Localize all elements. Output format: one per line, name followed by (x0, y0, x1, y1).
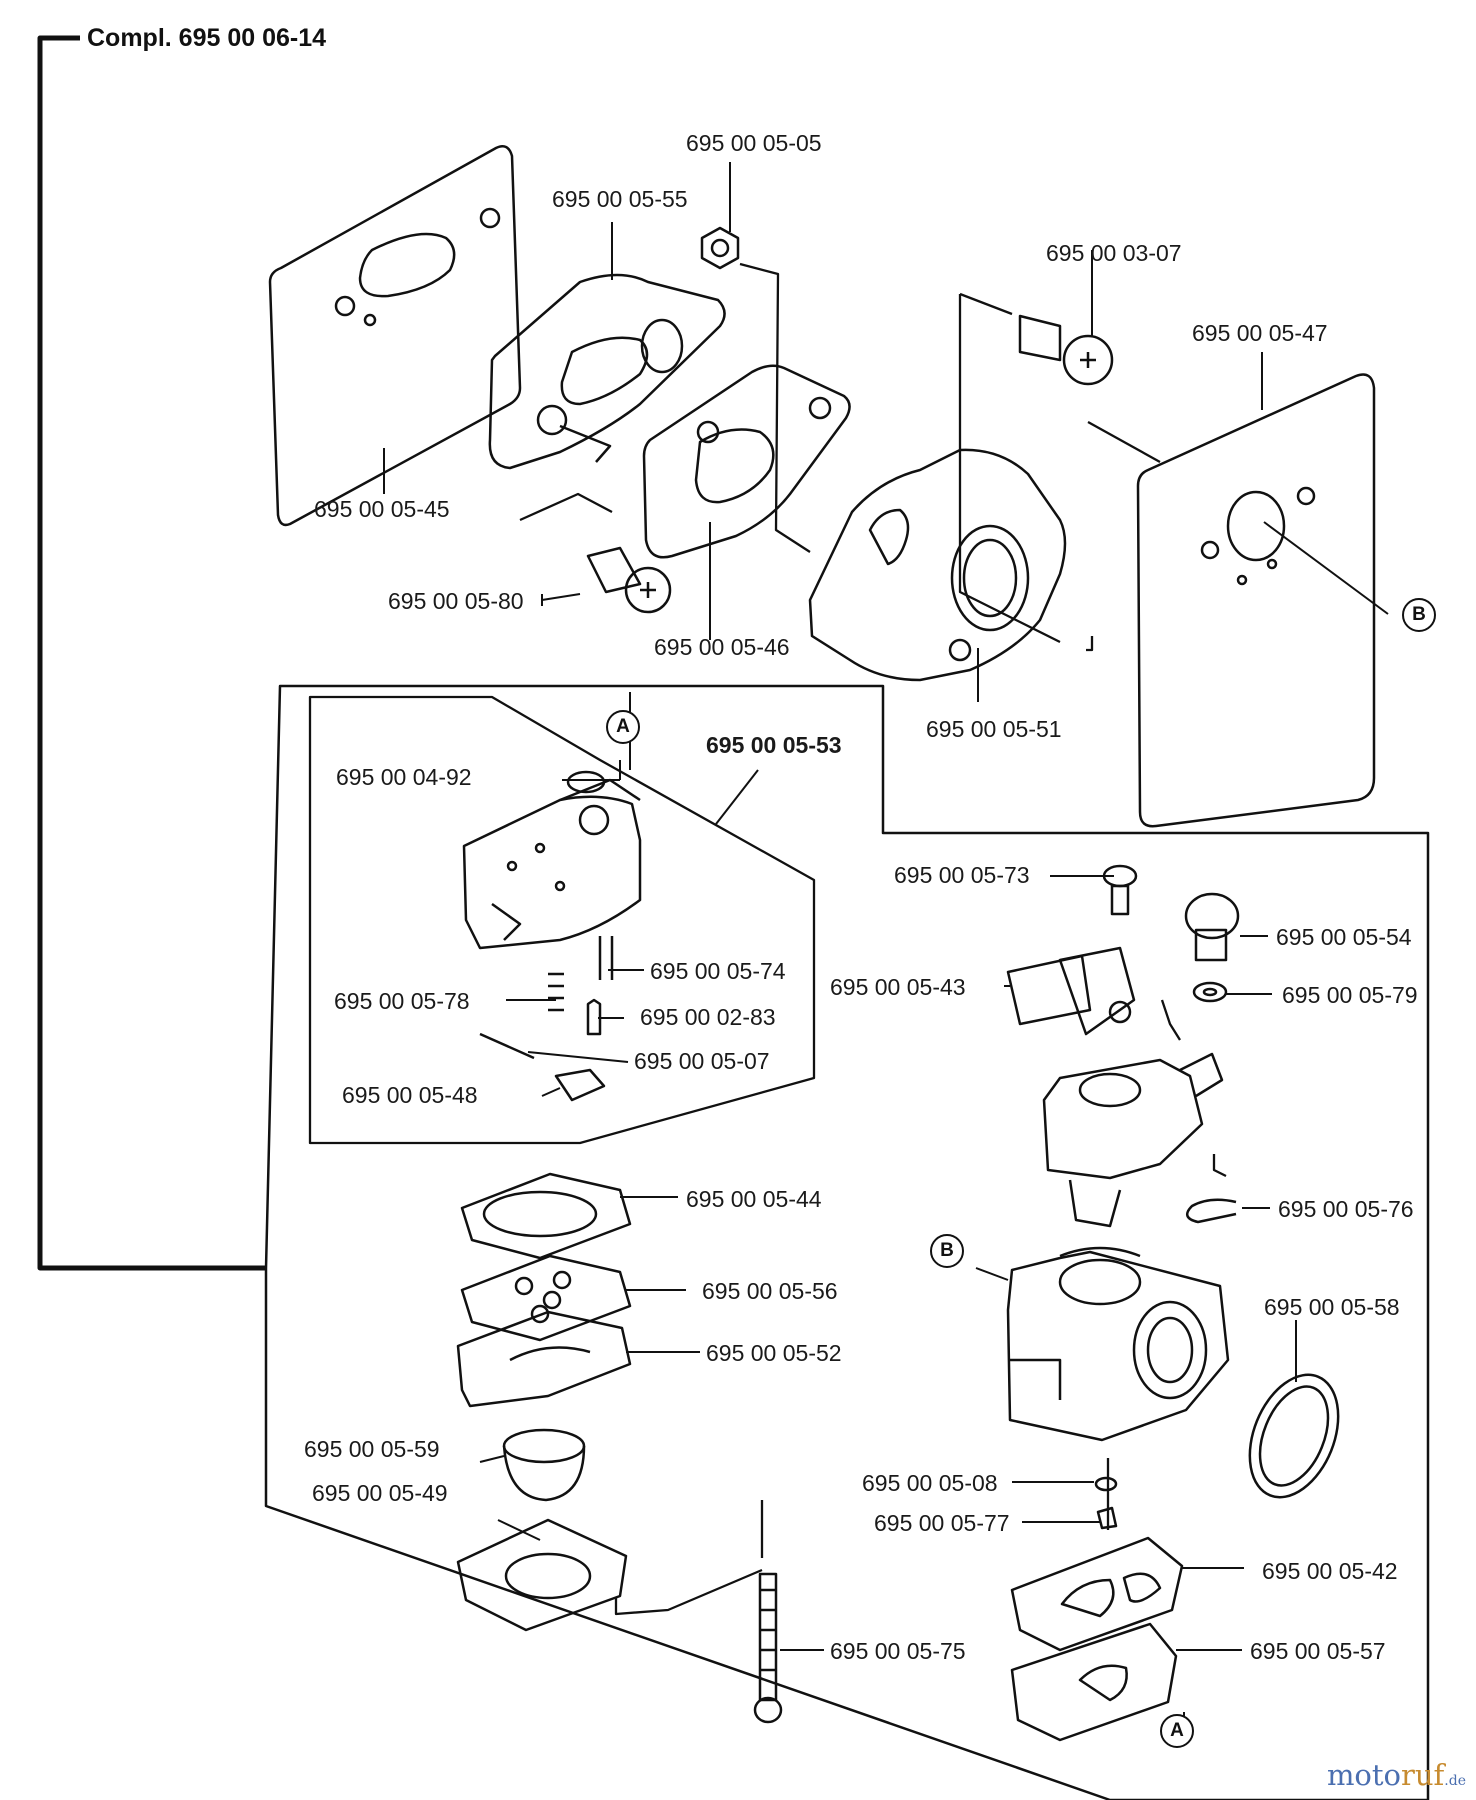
bulb-housing-0549 (456, 1518, 628, 1632)
adaptor-0551 (808, 448, 1067, 682)
carburetor-body (1006, 1246, 1230, 1442)
part-label-0507: 695 00 05-07 (634, 1048, 770, 1074)
callout-b: B (930, 1234, 964, 1268)
callout-b: B (1402, 598, 1436, 632)
part-label-0557: 695 00 05-57 (1250, 1638, 1386, 1664)
lever-0543 (1006, 946, 1136, 1036)
gasket-0545 (268, 145, 522, 527)
gasket-0547 (1136, 373, 1376, 828)
screw-0554 (1184, 892, 1240, 962)
gasket-0546 (642, 364, 851, 559)
gasket-0544 (460, 1172, 632, 1260)
part-label-0556: 695 00 05-56 (702, 1278, 838, 1304)
throttle-body (1042, 1052, 1224, 1228)
part-label-0555: 695 00 05-55 (552, 186, 688, 212)
screw-0573 (1102, 864, 1138, 916)
part-label-0551: 695 00 05-51 (926, 716, 1062, 742)
part-label-0553: 695 00 05-53 (706, 732, 842, 758)
leader-lines (383, 162, 1389, 1730)
insulator-0555 (488, 273, 726, 470)
screw-0580 (586, 546, 672, 614)
part-label-0307: 695 00 03-07 (1046, 240, 1182, 266)
small-parts-left (479, 770, 614, 1102)
small-parts-bottom (1094, 1476, 1118, 1530)
clip-0576 (1185, 1198, 1237, 1224)
part-label-0580: 695 00 05-80 (388, 588, 524, 614)
part-label-0558: 695 00 05-58 (1264, 1294, 1400, 1320)
part-label-0549: 695 00 05-49 (312, 1480, 448, 1506)
part-label-0545: 695 00 05-45 (314, 496, 450, 522)
part-label-0508: 695 00 05-08 (862, 1470, 998, 1496)
part-label-0547: 695 00 05-47 (1192, 320, 1328, 346)
primer-bulb-0559 (502, 1428, 586, 1502)
part-label-0574: 695 00 05-74 (650, 958, 786, 984)
part-label-0577: 695 00 05-77 (874, 1510, 1010, 1536)
pump-cover-0552 (456, 1310, 632, 1408)
part-label-0542: 695 00 05-42 (1262, 1558, 1398, 1584)
part-label-0544: 695 00 05-44 (686, 1186, 822, 1212)
washer-0579 (1192, 981, 1228, 1003)
assembly-title: Compl. 695 00 06-14 (87, 24, 327, 52)
part-label-0543: 695 00 05-43 (830, 974, 966, 1000)
pump-body-0553 (462, 778, 642, 950)
part-label-0546: 695 00 05-46 (654, 634, 790, 660)
assembly-bracket (37, 35, 266, 1271)
part-label-0554: 695 00 05-54 (1276, 924, 1412, 950)
part-label-0578: 695 00 05-78 (334, 988, 470, 1014)
part-label-0552: 695 00 05-52 (706, 1340, 842, 1366)
part-label-0548: 695 00 05-48 (342, 1082, 478, 1108)
carburetor-frame (264, 684, 1430, 1800)
part-label-0559: 695 00 05-59 (304, 1436, 440, 1462)
part-label-0492: 695 00 04-92 (336, 764, 472, 790)
gasket-0542 (1010, 1536, 1184, 1652)
screw-0307 (1018, 314, 1114, 386)
part-label-0575: 695 00 05-75 (830, 1638, 966, 1664)
screw-0575 (753, 1572, 783, 1724)
part-label-0573: 695 00 05-73 (894, 862, 1030, 888)
assembly-lines (519, 262, 1227, 1616)
callout-a: A (1160, 1714, 1194, 1748)
part-label-0579: 695 00 05-79 (1282, 982, 1418, 1008)
diaphragm-0556 (460, 1254, 632, 1342)
callout-a: A (606, 710, 640, 744)
part-label-0283: 695 00 02-83 (640, 1004, 776, 1030)
gasket-0558 (1248, 1373, 1340, 1499)
diaphragm-0557 (1010, 1622, 1178, 1742)
part-label-0576: 695 00 05-76 (1278, 1196, 1414, 1222)
watermark-logo: motoruf.de (1326, 1758, 1466, 1792)
nut-0505 (700, 226, 740, 270)
part-label-0505: 695 00 05-05 (686, 130, 822, 156)
